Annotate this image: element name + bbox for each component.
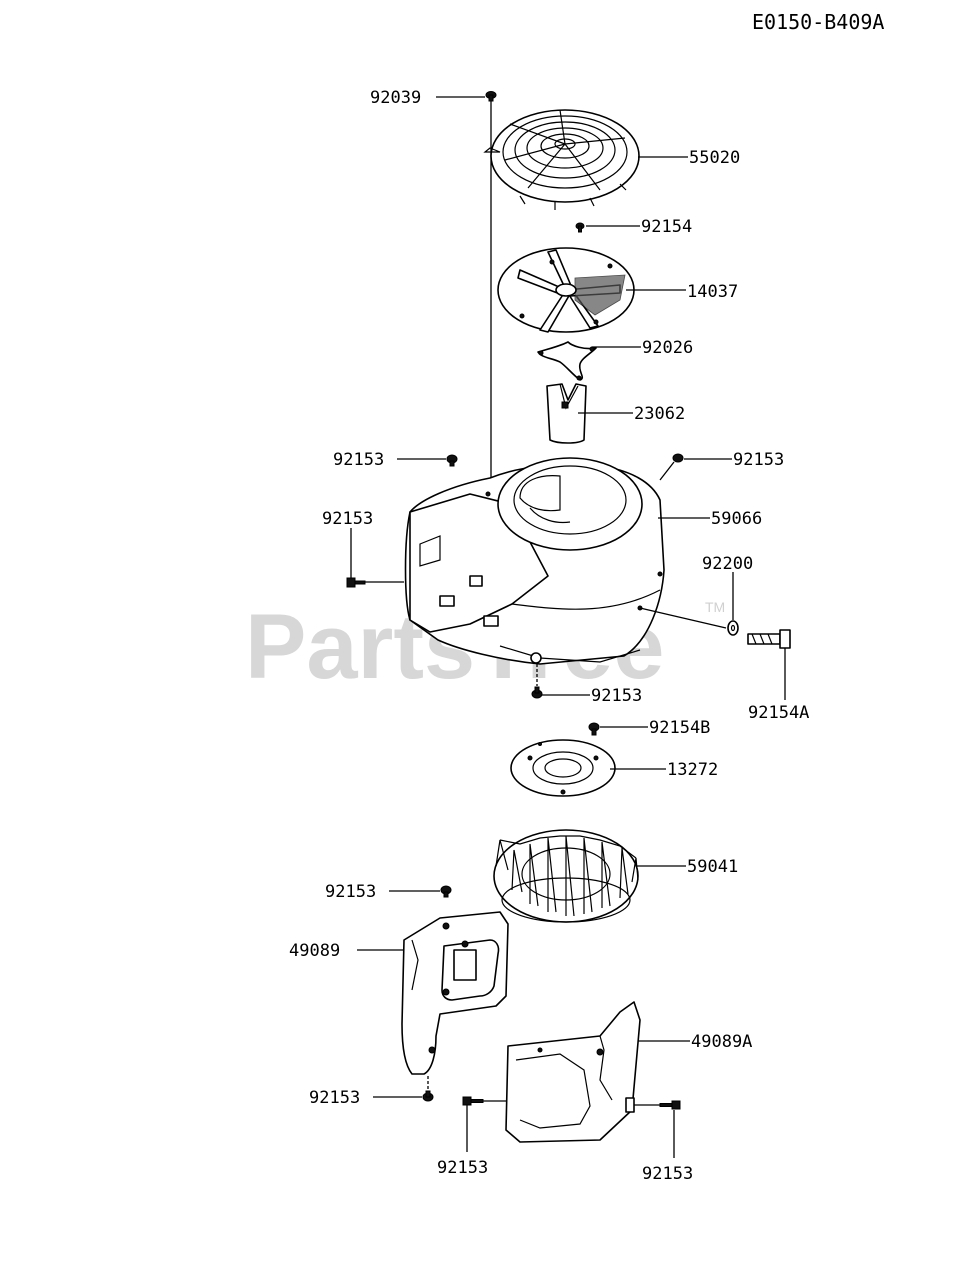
label-23062: 23062 bbox=[634, 404, 685, 424]
label-92153-a: 92153 bbox=[333, 450, 384, 470]
bolt-92153-lower-right[interactable] bbox=[659, 1100, 681, 1110]
screw-92153-housing-side[interactable] bbox=[346, 577, 366, 588]
label-13272: 13272 bbox=[667, 760, 718, 780]
label-92154A: 92154A bbox=[748, 703, 809, 723]
label-59041: 59041 bbox=[687, 857, 738, 877]
washer-92200[interactable] bbox=[727, 620, 739, 636]
label-92039: 92039 bbox=[370, 88, 421, 108]
bracket-92026[interactable] bbox=[537, 341, 597, 381]
screw-92153-shroud-top[interactable] bbox=[440, 885, 452, 898]
label-59066: 59066 bbox=[711, 509, 762, 529]
label-92154B: 92154B bbox=[649, 718, 710, 738]
label-14037: 14037 bbox=[687, 282, 738, 302]
screw-92154B[interactable] bbox=[588, 722, 600, 736]
label-92153-c: 92153 bbox=[322, 509, 373, 529]
fan-plate-14037[interactable] bbox=[497, 247, 635, 333]
label-92153-f: 92153 bbox=[309, 1088, 360, 1108]
label-92154: 92154 bbox=[641, 217, 692, 237]
screw-92153-shroud-bottom[interactable] bbox=[422, 1090, 434, 1102]
label-92153-b: 92153 bbox=[733, 450, 784, 470]
label-92153-g: 92153 bbox=[437, 1158, 488, 1178]
label-92153-h: 92153 bbox=[642, 1164, 693, 1184]
screw-92154[interactable] bbox=[575, 222, 585, 233]
screw-92153-housing-left[interactable] bbox=[446, 454, 458, 467]
screw-92153-housing-right[interactable] bbox=[672, 453, 684, 463]
label-55020: 55020 bbox=[689, 148, 740, 168]
plate-13272[interactable] bbox=[510, 739, 616, 797]
screw-92153-housing-bottom[interactable] bbox=[531, 686, 543, 699]
guide-23062[interactable] bbox=[546, 383, 587, 444]
label-92026: 92026 bbox=[642, 338, 693, 358]
bolt-92153-lower-left[interactable] bbox=[462, 1096, 484, 1106]
shroud-49089A[interactable] bbox=[505, 1001, 641, 1143]
bolt-92154A[interactable] bbox=[747, 629, 791, 649]
fan-59041[interactable] bbox=[493, 829, 639, 923]
label-92200: 92200 bbox=[702, 554, 753, 574]
label-49089A: 49089A bbox=[691, 1032, 752, 1052]
diagram-code: E0150-B409A bbox=[752, 10, 884, 34]
screw-92039[interactable] bbox=[485, 91, 497, 102]
screen-55020[interactable] bbox=[483, 109, 640, 210]
shroud-49089[interactable] bbox=[401, 911, 509, 1075]
label-49089: 49089 bbox=[289, 941, 340, 961]
watermark-tm: TM bbox=[705, 599, 725, 615]
blower-housing-59066[interactable] bbox=[404, 457, 665, 665]
label-92153-d: 92153 bbox=[591, 686, 642, 706]
label-92153-e: 92153 bbox=[325, 882, 376, 902]
